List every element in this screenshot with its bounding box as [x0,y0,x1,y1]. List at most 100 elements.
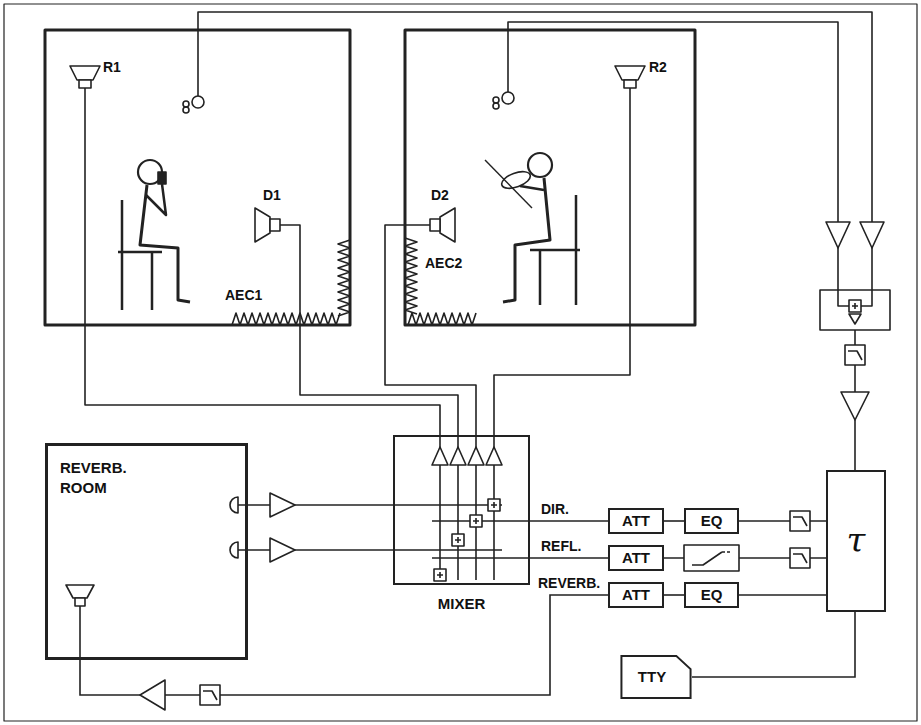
attenuator-box: ATT [608,545,664,571]
node-label: ATT [622,586,650,603]
absorber-wedges [408,313,476,325]
drawing-stroke [684,545,739,571]
drawing-stroke [530,195,580,305]
drawing-stroke [845,345,865,365]
node-label: EQ [701,512,723,529]
drawing-stroke [405,30,695,325]
drawing-stroke [528,153,552,177]
node-label: MIXER [395,595,528,612]
drawing-stroke [849,300,861,312]
node-label: ATT [622,512,650,529]
drawing-stroke [183,107,189,113]
drawing-stroke [140,185,190,302]
drawing-stroke [393,505,530,558]
drawing-stroke [848,351,862,360]
drawing-stroke [485,160,532,208]
absorber-wedges [338,240,350,316]
drawing-stroke [493,97,499,103]
node-label: τ [847,521,866,560]
drawing-stroke [520,186,544,190]
drawing-stroke [826,222,884,248]
mixer-box: MIXER [393,435,530,585]
node-label: TTY [638,668,666,685]
drawing-stroke [75,598,85,606]
node-label: EQ [701,586,723,603]
drawing-stroke [4,4,917,721]
drawing-stroke [158,172,166,184]
teletype-box: TTY [620,655,692,699]
delay-box: τ [826,470,886,612]
signal-wire [692,612,855,677]
drawing-stroke [200,685,220,705]
drawing-stroke [692,552,722,565]
drawing-stroke [615,66,645,80]
signal-label: REVERB. [537,576,601,591]
drawing-stroke [437,502,497,578]
drawing-stroke [494,88,630,447]
drawing-stroke [232,238,476,325]
drawing-stroke [820,290,890,330]
drawing-stroke [198,12,872,222]
drawing-stroke [270,219,280,231]
attenuator-box: ATT [608,582,664,608]
absorber-wedges [405,238,417,314]
drawing-stroke [790,548,810,568]
drawing-stroke [854,420,856,470]
drawing-stroke [430,219,440,231]
drawing-stroke [852,303,858,309]
drawing-stroke [790,511,810,531]
drawing-stroke [70,66,100,80]
speaker-label: D2 [430,188,450,203]
absorber-wedges [232,313,340,325]
drawing-stroke [722,551,732,553]
drawing-stroke [854,365,856,392]
signal-wire [80,595,608,695]
drawing-stroke [192,96,204,108]
drawing-stroke [502,92,514,104]
drawing-stroke [146,184,166,215]
drawing-stroke [434,499,500,581]
signal-label: DIR. [540,502,570,517]
drawing-stroke [624,80,636,88]
drawing-stroke [183,101,189,107]
room-box: REVERB. ROOM [45,443,248,660]
signal-wire [739,594,826,596]
signal-wire [739,520,826,522]
equalizer-box: EQ [684,508,739,534]
attenuator-box: ATT [608,508,664,534]
drawing-stroke [270,493,295,517]
signal-wire [664,520,684,522]
drawing-stroke [854,330,856,345]
drawing-stroke [493,103,499,109]
signal-wire [664,594,684,596]
signal-wire [530,520,608,522]
drawing-stroke [85,88,440,447]
signal-wire [530,557,608,559]
node-label: REVERB. ROOM [60,458,140,497]
drawing-stroke [118,200,162,310]
drawing-stroke [841,392,869,420]
node-label: ATT [622,549,650,566]
speaker-label: D1 [262,188,282,203]
drawing-stroke [140,680,165,710]
drawing-stroke [203,691,217,700]
drawing-stroke [440,208,455,242]
drawing-stroke [4,4,917,721]
drawing-stroke [79,80,91,88]
signal-label: REFL. [540,539,582,554]
drawing-stroke [79,606,81,660]
drawing-stroke [440,465,494,580]
absorber-label: AEC1 [224,288,263,303]
equalizer-box: EQ [684,582,739,608]
drawing-stroke [793,517,807,526]
drawing-stroke [66,585,94,598]
drawing-stroke [793,554,807,563]
drawing-stroke [385,225,476,447]
drawing-stroke [270,538,295,562]
speaker-label: R2 [648,60,668,75]
drawing-stroke [432,447,502,465]
drawing-stroke [849,314,861,324]
